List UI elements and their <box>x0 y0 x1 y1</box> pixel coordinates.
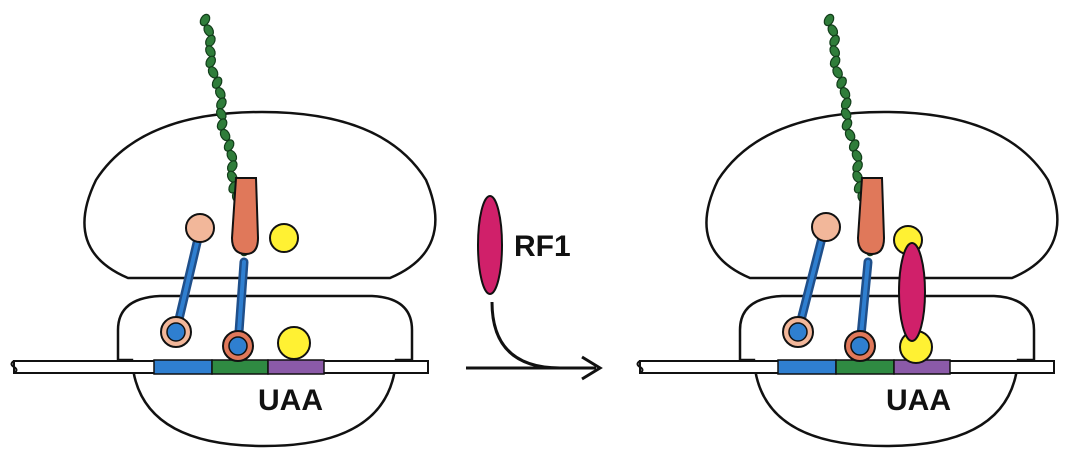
mrna-left <box>10 359 429 375</box>
rf1-label: RF1 <box>514 230 571 263</box>
peptide-bead <box>216 118 228 131</box>
peptide-bead <box>199 13 211 27</box>
peptide-bead <box>836 76 847 89</box>
rf1-icon <box>477 195 503 295</box>
trna-p-site-right <box>844 177 886 362</box>
yellow-factor-large-left <box>269 223 299 253</box>
peptide-bead <box>841 118 853 131</box>
stop-codon-label-right: UAA <box>886 384 951 417</box>
peptide-bead <box>223 139 235 152</box>
stop-codon-label-left: UAA <box>258 384 323 417</box>
yellow-factor-small-left <box>277 326 311 360</box>
trna-p-site-left <box>222 177 260 362</box>
peptide-bead <box>211 76 223 89</box>
curved-arrow-icon <box>490 301 561 370</box>
large-subunit-left <box>83 110 437 280</box>
peptide-bead <box>205 55 217 69</box>
ribosome-after-rf1: UAA <box>636 13 1059 448</box>
rf1-bound-icon <box>898 242 926 342</box>
peptide-bead <box>848 139 860 152</box>
ribosome-before-rf1: UAA <box>10 13 437 448</box>
peptide-bead <box>829 55 841 69</box>
peptide-chain-right <box>823 13 877 257</box>
rf1-binding-step: RF1 <box>466 195 603 381</box>
trna-e-site-right <box>782 212 841 348</box>
peptide-bead <box>823 13 835 27</box>
trna-e-site-left <box>160 213 215 348</box>
mrna-right <box>636 359 1055 375</box>
